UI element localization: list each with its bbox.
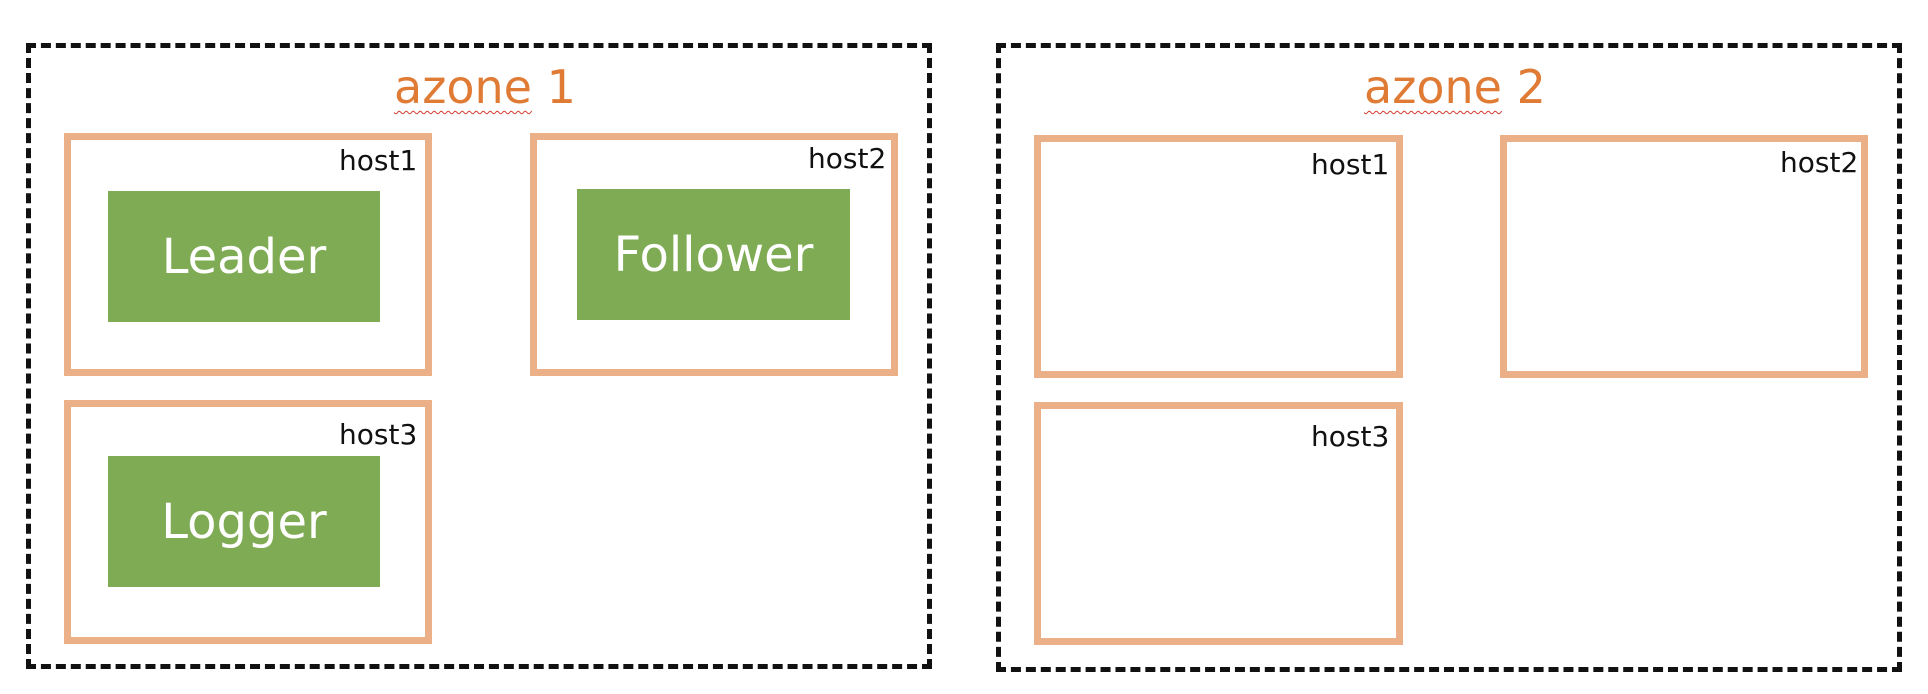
zone-2-title-word: azone [1364, 60, 1502, 114]
zone-2-host1-label: host1 [1311, 148, 1390, 181]
zone-2-host1-box [1034, 135, 1403, 378]
zone-1-host2-label: host2 [808, 142, 887, 175]
zone-2 [996, 43, 1902, 672]
zone-1-host3-label: host3 [339, 418, 418, 451]
zone-1-title: azone 1 [394, 64, 576, 110]
zone-1 [26, 43, 932, 669]
zone-1-title-number: 1 [546, 60, 576, 114]
zone-2-host3-label: host3 [1311, 420, 1390, 453]
logger-node: Logger [108, 456, 380, 587]
zone-1-host1-label: host1 [339, 144, 418, 177]
zone-2-title: azone 2 [1364, 64, 1546, 110]
zone-2-host2-box [1500, 135, 1868, 378]
zone-2-host2-label: host2 [1780, 146, 1859, 179]
zone-2-host3-box [1034, 402, 1403, 645]
follower-node: Follower [577, 189, 850, 320]
zone-1-title-word: azone [394, 60, 532, 114]
leader-node: Leader [108, 191, 380, 322]
zone-2-title-number: 2 [1516, 60, 1546, 114]
